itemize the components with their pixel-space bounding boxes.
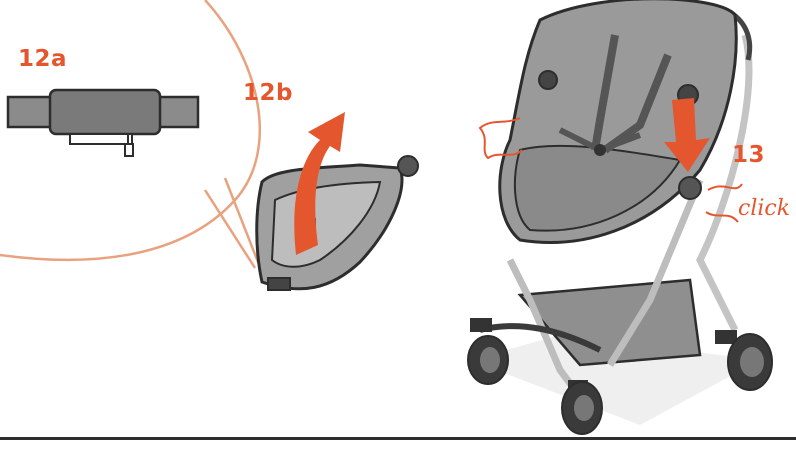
step-label-12a: 12a (18, 46, 67, 72)
folded-seat (257, 156, 418, 290)
stroller (468, 0, 772, 434)
buckle-strap-detail (8, 90, 198, 156)
bottom-divider (0, 437, 796, 440)
step-label-12b: 12b (243, 80, 293, 106)
click-label: click (738, 196, 790, 221)
wheel-front-right (562, 380, 602, 434)
step-label-13: 13 (732, 142, 765, 168)
